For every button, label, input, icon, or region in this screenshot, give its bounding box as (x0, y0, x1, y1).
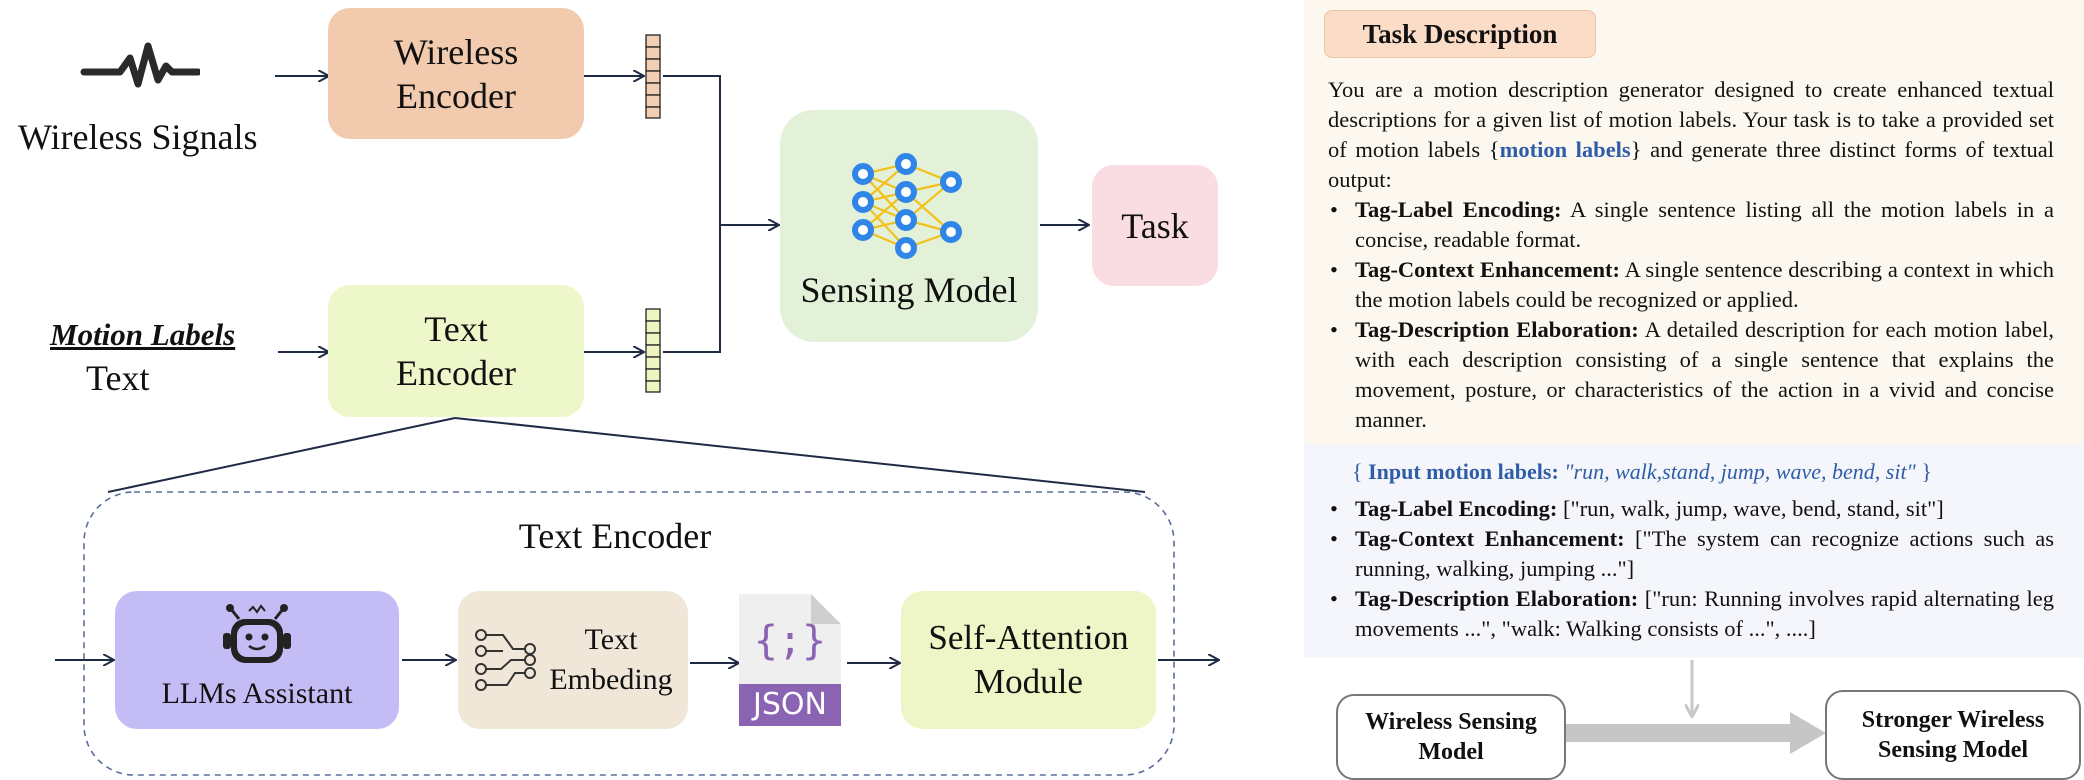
waveform-icon (80, 42, 200, 88)
sensing-model-box: Sensing Model (780, 110, 1038, 342)
zoom-line-left (107, 417, 456, 493)
flow-right-line1: Stronger Wireless (1861, 707, 2045, 733)
embedding-circuit-icon (475, 629, 537, 691)
bullet-2-text: A single sentence describing a context i… (1355, 257, 2055, 312)
wireless-encoder-line1: Wireless (393, 31, 519, 72)
bullet-3-text: A detailed description for each motion l… (1355, 317, 2054, 432)
zoom-line-right (454, 417, 1146, 493)
wireless-encoder-line2: Encoder (396, 75, 516, 116)
line-wireless-vector-to-merge (663, 75, 721, 225)
svg-text:{;}: {;} (754, 618, 826, 664)
sensing-model-label: Sensing Model (800, 270, 1018, 310)
flow-left-line1: Wireless Sensing (1365, 709, 1537, 735)
robot-icon (223, 604, 291, 663)
wireless-encoder-box: Wireless Encoder (328, 8, 584, 139)
output-3-head: Tag-Description Elaboration: (1355, 586, 1639, 611)
task-description-body: You are a motion description generator d… (1328, 75, 2054, 435)
task-intro: You are a motion description generator d… (1328, 75, 2054, 195)
output-examples: Tag-Label Encoding: ["run, walk, jump, w… (1328, 494, 2054, 644)
neural-network-icon (852, 153, 962, 259)
bullet-1-head: Tag-Label Encoding: (1355, 197, 1562, 222)
task-bullets: Tag-Label Encoding: A single sentence li… (1328, 195, 2054, 435)
output-3-text: ["run: Running involves rapid alternatin… (1355, 586, 2054, 641)
llm-assistant-box: LLMs Assistant (115, 591, 399, 729)
motion-labels-label: Motion Labels (50, 317, 236, 352)
task-box: Task (1092, 165, 1218, 286)
output-bullets: Tag-Label Encoding: ["run, walk, jump, w… (1328, 494, 2054, 644)
wireless-signals-label: Wireless Signals (18, 117, 258, 157)
input-head: Input motion labels: (1368, 459, 1565, 484)
json-label: JSON (753, 687, 827, 722)
flow-right-line2: Sensing Model (1877, 737, 2029, 763)
task-description-title: Task Description (1324, 10, 1596, 58)
intro-part2: } and generate three distinct forms of t… (1328, 137, 2055, 192)
self-attention-box: Self-Attention Module (901, 591, 1156, 729)
self-attention-line2: Module (974, 662, 1083, 701)
output-2-text: ["The system can recognize actions such … (1355, 526, 2054, 581)
wireless-sensing-model-box: Wireless Sensing Model (1336, 694, 1566, 780)
task-bullet-3: Tag-Description Elaboration: A detailed … (1328, 315, 2054, 435)
task-bullet-2: Tag-Context Enhancement: A single senten… (1328, 255, 2054, 315)
intro-part1: You are a motion description generator d… (1328, 77, 2054, 162)
llm-assistant-label: LLMs Assistant (161, 677, 353, 710)
text-encoder-line1: Text (424, 309, 488, 349)
flow-left-line2: Model (1418, 739, 1484, 765)
task-bullet-1: Tag-Label Encoding: A single sentence li… (1328, 195, 2054, 255)
bullet-1-text: A single sentence listing all the motion… (1355, 197, 2054, 252)
self-attention-line1: Self-Attention (928, 618, 1129, 657)
text-embedding-box: Text Embeding (458, 591, 688, 729)
line-text-vector-to-merge (663, 225, 721, 353)
output-bullet-3: Tag-Description Elaboration: ["run: Runn… (1328, 584, 2054, 644)
text-encoder-group-title: Text Encoder (518, 516, 712, 556)
output-bullet-2: Tag-Context Enhancement: ["The system ca… (1328, 524, 2054, 584)
input-motion-labels: { Input motion labels: "run, walk,stand,… (1352, 457, 1932, 487)
text-embedding-line1: Text (584, 623, 638, 656)
text-embedding-line2: Embeding (549, 663, 673, 696)
arrow-to-stronger-model (1565, 712, 1826, 754)
wireless-feature-vector (645, 34, 661, 119)
text-feature-vector (645, 308, 661, 393)
input-value: "run, walk,stand, jump, wave, bend, sit" (1564, 459, 1916, 484)
output-1-head: Tag-Label Encoding: (1355, 496, 1558, 521)
text-input-label: Text (86, 358, 150, 398)
text-encoder-group-border (83, 491, 1175, 776)
output-1-text: ["run, walk, jump, wave, bend, stand, si… (1557, 496, 1944, 521)
text-encoder-box: Text Encoder (328, 285, 584, 417)
intro-highlight: motion labels (1499, 137, 1631, 162)
bullet-2-head: Tag-Context Enhancement: (1355, 257, 1620, 282)
input-open-brace: { (1352, 459, 1369, 484)
task-label: Task (1121, 205, 1189, 246)
stronger-sensing-model-box: Stronger Wireless Sensing Model (1825, 690, 2081, 780)
text-encoder-line2: Encoder (396, 353, 516, 393)
output-bullet-1: Tag-Label Encoding: ["run, walk, jump, w… (1328, 494, 2054, 524)
bullet-3-head: Tag-Description Elaboration: (1355, 317, 1639, 342)
input-close-brace: } (1915, 459, 1932, 484)
output-2-head: Tag-Context Enhancement: (1355, 526, 1625, 551)
json-file-icon: {;} JSON (739, 594, 841, 726)
